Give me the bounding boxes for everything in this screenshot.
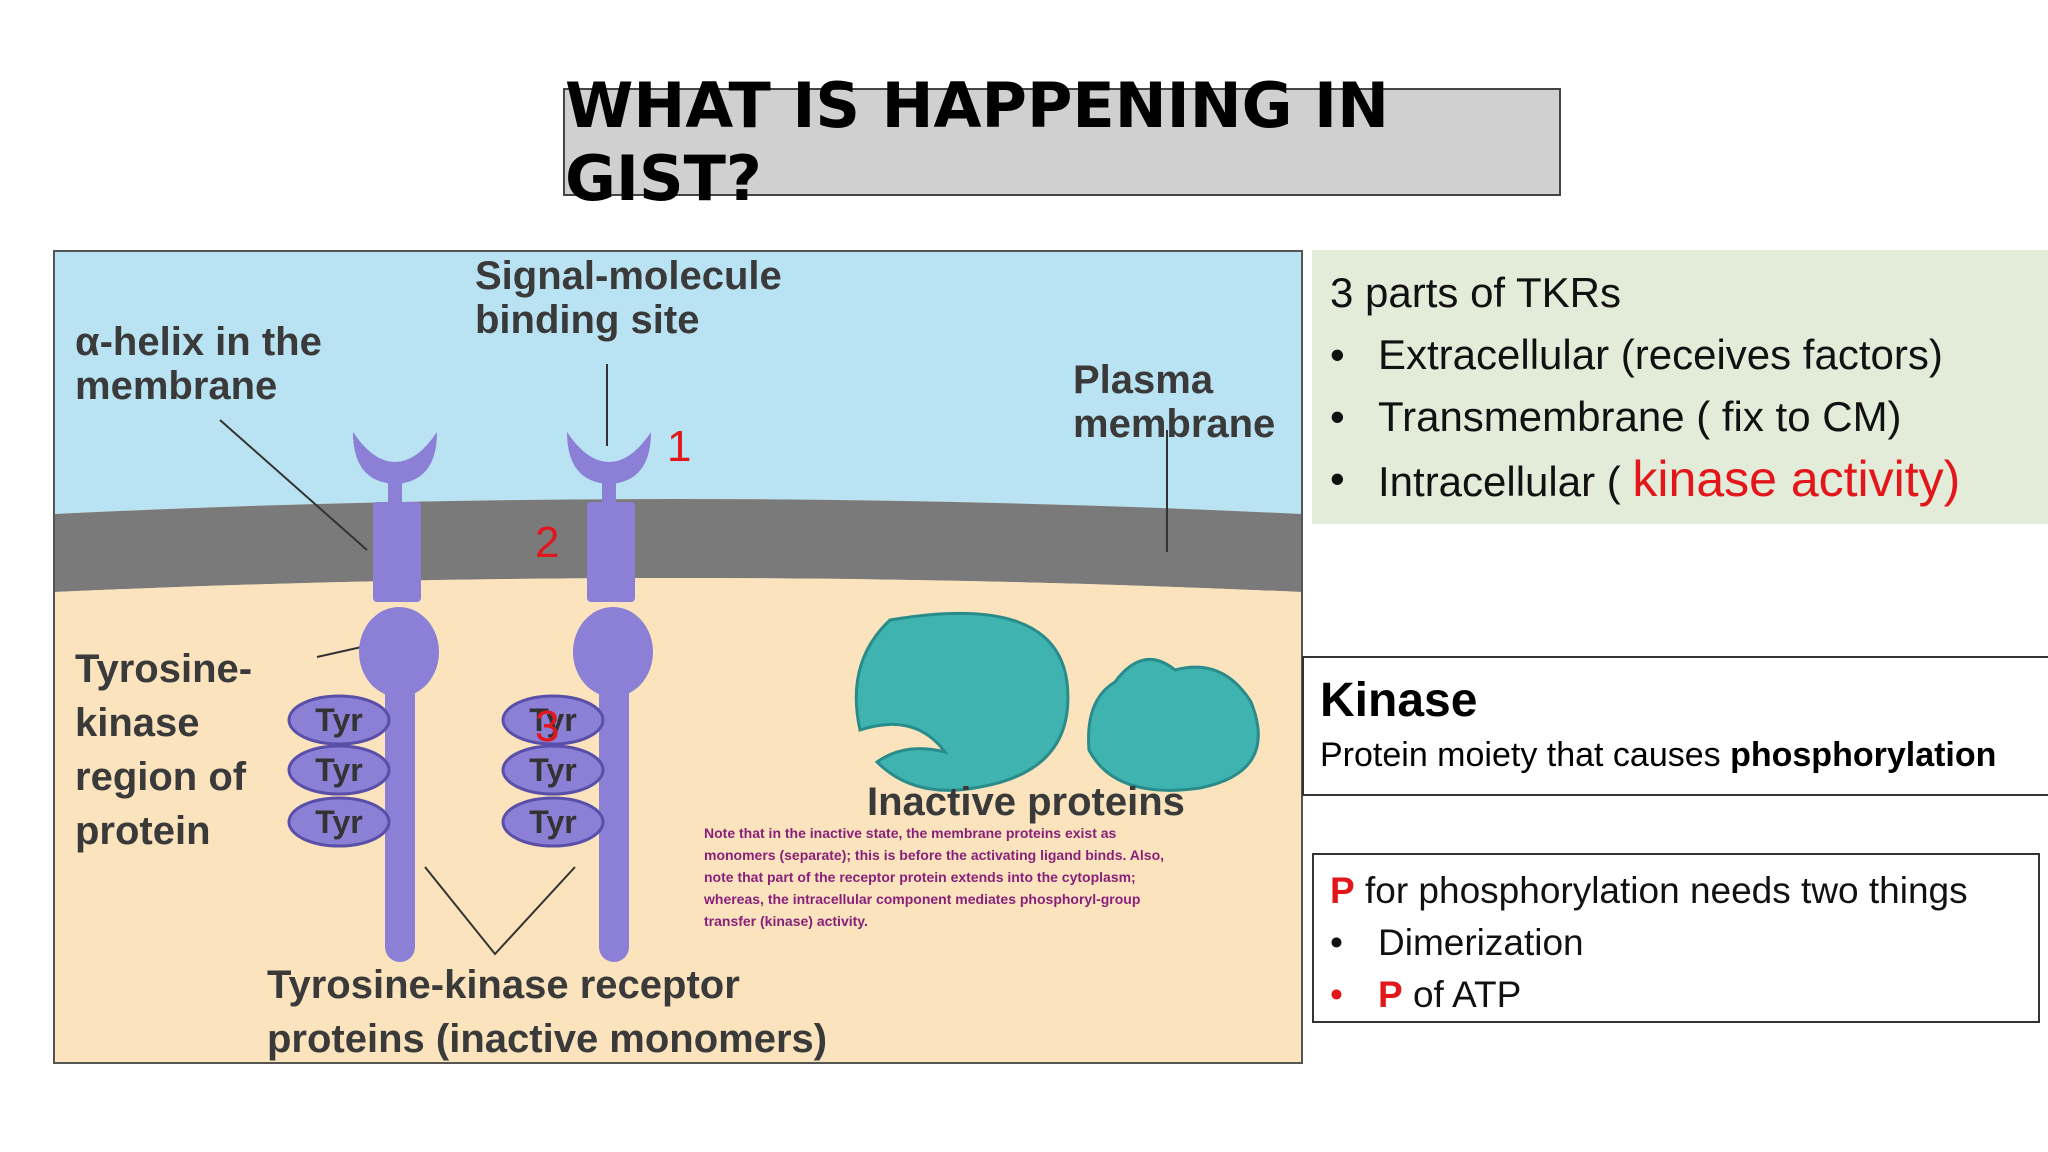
- list-item: • P of ATP: [1330, 969, 2022, 1021]
- tk-region-label-line: kinase: [75, 701, 200, 745]
- receptor-proteins-label-line: proteins (inactive monomers): [267, 1017, 828, 1061]
- bullet-icon: •: [1330, 974, 1343, 1015]
- tyr-label: Tyr: [529, 752, 576, 788]
- alpha-helix-label-line: α-helix in the: [75, 320, 322, 364]
- tyr-domain: [287, 694, 391, 746]
- plasma-membrane-label-line: Plasma: [1073, 358, 1214, 402]
- phosphorylation-box: P for phosphorylation needs two things •…: [1312, 853, 2040, 1023]
- kinase-definition-bold: phosphorylation: [1730, 736, 1997, 774]
- phosphorylation-intro: P for phosphorylation needs two things: [1330, 865, 2022, 917]
- signal-site-label-line: binding site: [475, 298, 700, 342]
- tyr-label: Tyr: [315, 804, 362, 840]
- inactive-proteins-label: Inactive proteins: [867, 780, 1185, 824]
- signal-site-label-line: Signal-molecule: [475, 254, 782, 298]
- part-number-3: 3: [535, 702, 560, 751]
- kinase-activity-highlight: kinase activity): [1632, 451, 1961, 507]
- bullet-icon: •: [1330, 393, 1345, 440]
- alpha-helix-pointer: [219, 419, 368, 551]
- list-item: • Extracellular (receives factors): [1330, 324, 2030, 386]
- alpha-helix-label: α-helix in the membrane: [75, 320, 322, 408]
- receptor-bulb: [573, 607, 653, 697]
- list-item-text: Intracellular (: [1378, 458, 1633, 505]
- tkr-parts-list: • Extracellular (receives factors) • Trans…: [1330, 324, 2030, 513]
- p-letter: P: [1330, 870, 1355, 911]
- kinase-definition-text: Protein moiety that causes: [1320, 736, 1731, 774]
- kinase-definition-box: Kinase Protein moiety that causes phosph…: [1302, 656, 2048, 796]
- tyr-label: Tyr: [315, 702, 362, 738]
- receptor-tail: [599, 672, 629, 962]
- extracellular-region: [55, 252, 1301, 514]
- receptor-stem: [388, 480, 402, 504]
- p-letter: P: [1378, 974, 1403, 1015]
- plasma-membrane-label-line: membrane: [1073, 402, 1276, 446]
- list-item: • Dimerization: [1330, 917, 2022, 969]
- receptor-proteins-label: Tyrosine-kinase receptor proteins (inact…: [267, 958, 828, 1062]
- tk-region-label-line: protein: [75, 809, 211, 853]
- alpha-helix-label-line: membrane: [75, 364, 278, 408]
- tk-region-label-line: region of: [75, 755, 247, 799]
- kinase-title: Kinase: [1320, 674, 1478, 727]
- tkr-parts-box: 3 parts of TKRs • Extracellular (receives…: [1312, 250, 2048, 524]
- receptor-protein-left: [353, 432, 439, 962]
- receptor-proteins-label-line: Tyrosine-kinase receptor: [267, 963, 740, 1007]
- inactive-protein-1: [854, 611, 1070, 792]
- bullet-icon: •: [1330, 331, 1345, 378]
- tyr-label: Tyr: [315, 752, 362, 788]
- part-number-2: 2: [535, 518, 560, 567]
- inactive-protein-2: [1087, 658, 1260, 792]
- list-item-text: Extracellular (receives factors): [1378, 331, 1943, 378]
- receptor-transmembrane: [373, 502, 421, 602]
- list-item-text: Transmembrane ( fix to CM): [1378, 393, 1902, 440]
- part-number-1: 1: [667, 422, 692, 471]
- receptor-pointer: [424, 866, 576, 956]
- tyr-domain: [501, 744, 605, 796]
- phosphorylation-intro-text: for phosphorylation needs two things: [1354, 870, 1968, 911]
- plasma-membrane-band: [55, 499, 1301, 592]
- tyr-domain: [287, 744, 391, 796]
- tkr-parts-heading: 3 parts of TKRs: [1330, 269, 1622, 316]
- receptor-bulb: [359, 607, 439, 697]
- tyr-label: Tyr: [529, 804, 576, 840]
- bullet-icon: •: [1330, 922, 1343, 963]
- tk-region-label-line: Tyrosine-: [75, 647, 253, 691]
- tyr-domain: [501, 796, 605, 848]
- binding-cup-icon: [567, 432, 651, 484]
- figure-note: Note that in the inactive state, the mem…: [704, 825, 1165, 929]
- list-item: • Transmembrane ( fix to CM): [1330, 386, 2030, 448]
- receptor-stem: [602, 480, 616, 504]
- tyr-domain: [287, 796, 391, 848]
- signal-site-label: Signal-molecule binding site: [475, 254, 782, 342]
- bullet-icon: •: [1330, 455, 1345, 502]
- tyr-label: Tyr: [529, 702, 576, 738]
- receptor-tail: [385, 672, 415, 962]
- list-item-text: Dimerization: [1378, 922, 1584, 963]
- binding-cup-icon: [353, 432, 437, 484]
- list-item: • Intracellular ( kinase activity): [1330, 448, 2030, 513]
- kinase-definition: Protein moiety that causes phosphorylati…: [1320, 732, 2032, 778]
- slide-title: WHAT IS HAPPENING IN GIST?: [565, 69, 1390, 215]
- list-item-text: of ATP: [1402, 974, 1522, 1015]
- receptor-transmembrane: [587, 502, 635, 602]
- tk-region-label: Tyrosine- kinase region of protein: [75, 642, 252, 858]
- slide-title-box: WHAT IS HAPPENING IN GIST?: [563, 69, 1561, 215]
- tyr-domain: [501, 694, 605, 746]
- plasma-membrane-label: Plasma membrane: [1073, 358, 1275, 446]
- receptor-protein-right: [567, 432, 653, 962]
